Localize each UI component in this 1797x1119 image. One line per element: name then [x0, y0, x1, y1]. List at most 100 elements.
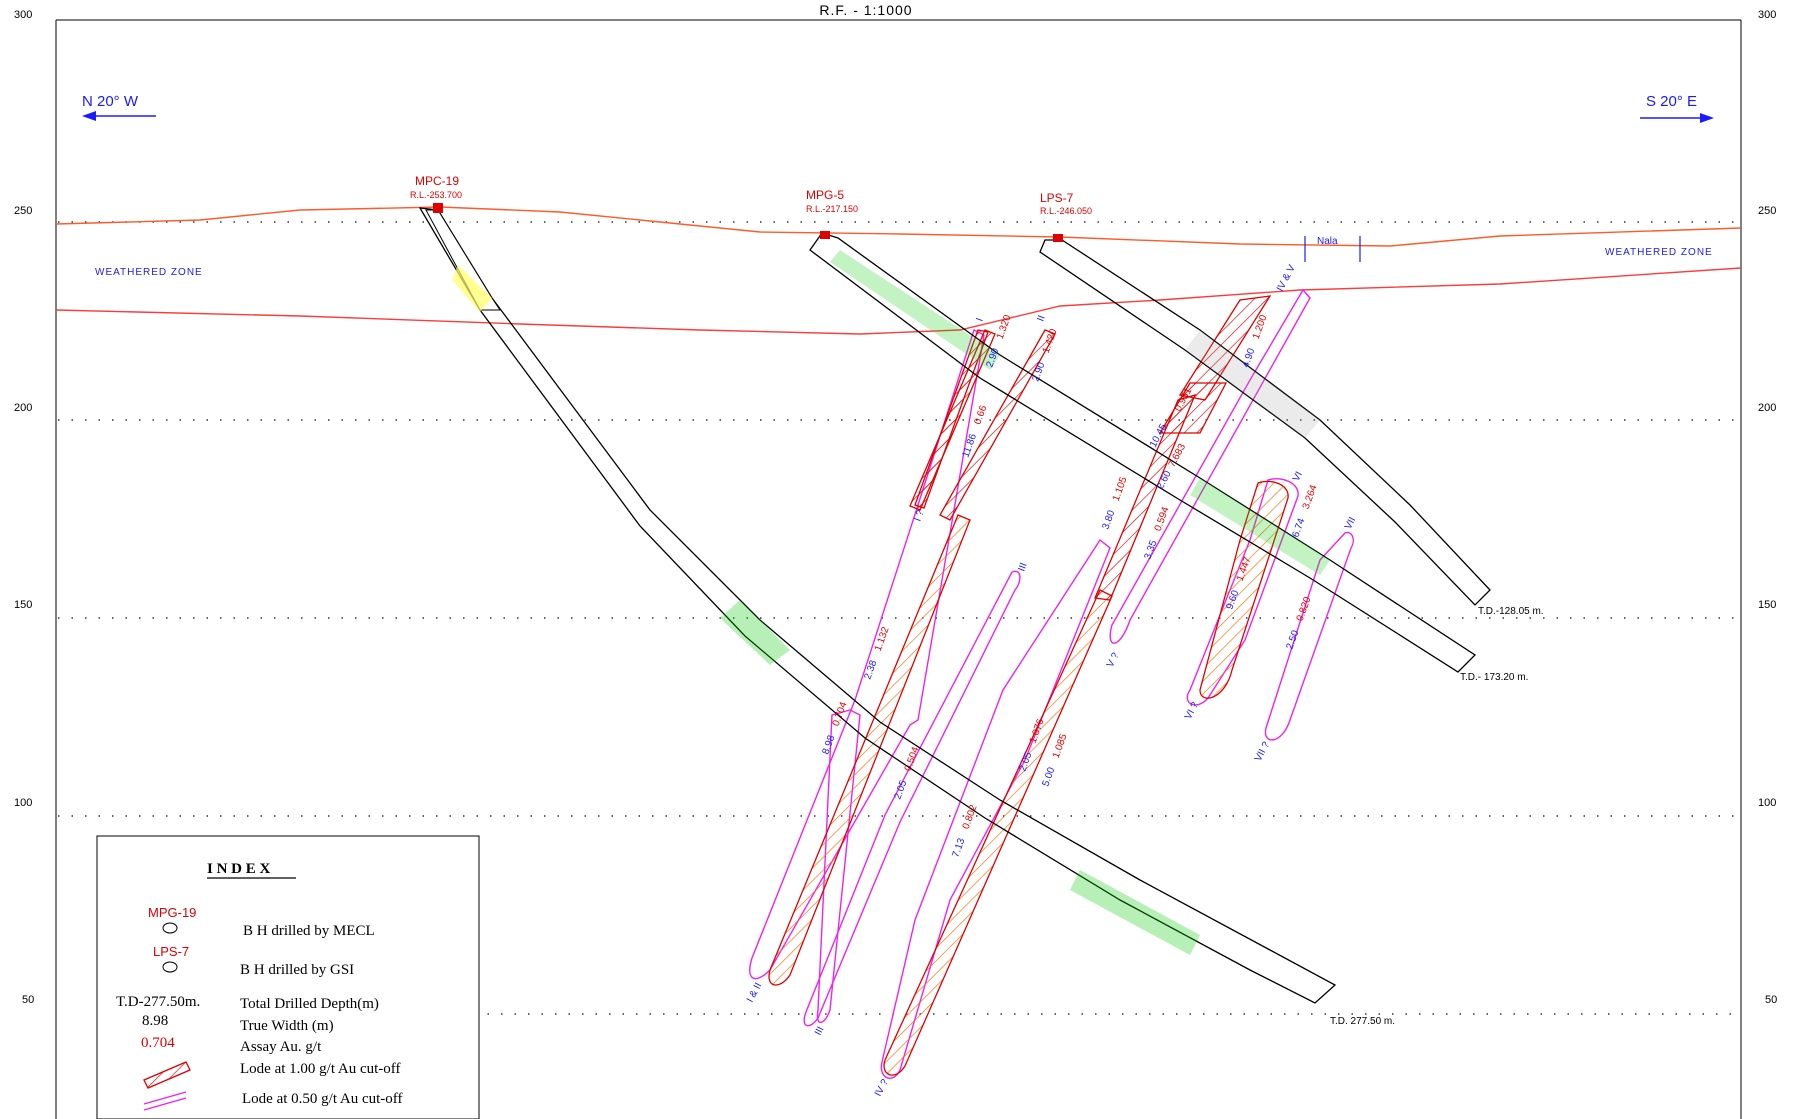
td-mpg5: T.D.- 173.20 m. [1460, 672, 1528, 683]
elev-250-left: 250 [14, 205, 32, 217]
intercept-14-width: 8.98 [820, 734, 837, 756]
index-gsi-label: B H drilled by GSI [240, 962, 354, 978]
lodes-1-0 [768, 295, 1289, 1076]
elevation-labels-left: 300 250 200 150 100 50 [14, 9, 34, 1006]
elev-250-right: 250 [1758, 205, 1776, 217]
index-lode05-symbol [143, 1091, 187, 1111]
envelope-IV [880, 538, 1111, 1079]
collar-mpc19 [433, 203, 443, 213]
intercept-12-assay: 0.820 [1295, 595, 1314, 623]
direction-left-label: N 20° W [82, 93, 139, 110]
collar-lps7 [1053, 234, 1063, 242]
intercept-18-assay: 0.802 [961, 803, 980, 831]
index-gsi-symbol: LPS-7 [153, 944, 189, 959]
direction-right-label: S 20° E [1646, 93, 1697, 110]
lode-envelopes-0-5 [749, 288, 1354, 1079]
elev-300-right: 300 [1758, 9, 1776, 21]
elev-300-left: 300 [14, 9, 32, 21]
direction-left: N 20° W [82, 93, 156, 121]
lode-label-II: II [1035, 314, 1047, 323]
ground-surface [55, 206, 1742, 247]
index-td-symbol: T.D-277.50m. [116, 994, 200, 1010]
elev-50-left: 50 [22, 994, 34, 1006]
intercept-14: 8.98 0.704 [820, 700, 849, 756]
nala: Nala [1304, 236, 1361, 262]
index-mecl-label: B H drilled by MECL [243, 923, 375, 939]
index-mecl-circle [162, 922, 178, 934]
borehole-mpg5-trace [809, 232, 1477, 673]
arrow-right-icon [1700, 113, 1714, 123]
collar-mpg5 [820, 231, 830, 239]
index-legend: I N D E X MPG-19 B H drilled by MECL LPS… [96, 835, 480, 1119]
elev-100-left: 100 [14, 797, 32, 809]
intercept-14-assay: 0.704 [831, 700, 850, 728]
borehole-mpc19-trace [418, 207, 1337, 1004]
lode-I-II-lower [768, 514, 971, 986]
intercept-9-width: 3.35 [1142, 539, 1159, 561]
lode-I-upper [909, 329, 996, 511]
intercept-18-width: 7.13 [950, 837, 967, 859]
index-lode05-label: Lode at 0.50 g/t Au cut-off [242, 1091, 403, 1107]
lode-III-IV [883, 589, 1113, 1076]
lode-label-III-bottom: III [813, 1025, 827, 1038]
td-mpc19: T.D. 277.50 m. [1330, 1016, 1395, 1027]
collars [433, 203, 1063, 242]
intercept-8: 3.80 1.105 [1100, 475, 1129, 531]
td-labels: T.D. 277.50 m. T.D.- 173.20 m. T.D.-128.… [1330, 606, 1544, 1027]
lode-label-I-q: I ? [912, 508, 926, 523]
index-tw-symbol: 8.98 [142, 1013, 168, 1029]
intercept-12-width: 2.50 [1284, 629, 1301, 651]
lode-label-IV-V: IV & V [1275, 263, 1298, 293]
index-lode1-label: Lode at 1.00 g/t Au cut-off [240, 1061, 401, 1077]
bh-lps7-rl: R.L.-246.050 [1040, 206, 1092, 216]
lode-label-III-top: III [1016, 561, 1029, 573]
weathered-zone-base [55, 267, 1742, 335]
intercept-13-assay: 1.132 [873, 625, 892, 653]
elev-200-left: 200 [14, 402, 32, 414]
index-assay-label: Assay Au. g/t [240, 1039, 322, 1055]
intercept-15-assay: 0.504 [903, 745, 922, 773]
intercept-4-width: 4.90 [1240, 347, 1257, 369]
borehole-labels: MPC-19 R.L.-253.700 MPG-5 R.L.-217.150 L… [410, 174, 1092, 216]
nala-label: Nala [1317, 236, 1338, 247]
intercept-9-assay: 0.594 [1153, 505, 1172, 533]
lode-label-V-q: V ? [1105, 651, 1122, 670]
direction-right: S 20° E [1640, 93, 1714, 123]
bh-lps7-id: LPS-7 [1040, 191, 1074, 205]
index-assay-symbol: 0.704 [141, 1035, 175, 1051]
intercept-17-width: 5.00 [1040, 766, 1057, 788]
intercept-13-width: 2.38 [862, 659, 879, 681]
index-lode1-symbol [143, 1061, 191, 1089]
lode-label-VII: VII [1343, 515, 1358, 531]
index-gsi-circle [162, 961, 178, 973]
elev-100-right: 100 [1758, 797, 1776, 809]
lode-II [939, 329, 1056, 521]
envelope-VII [1264, 531, 1354, 741]
intercept-10: 6.74 3.264 [1290, 483, 1319, 539]
borehole-lps7-trace [1039, 239, 1491, 606]
intercept-17-assay: 1.085 [1051, 732, 1070, 760]
index-tw-label: True Width (m) [240, 1018, 334, 1034]
lode-VI [1199, 480, 1289, 699]
envelope-III-left [816, 709, 861, 1024]
intercept-1-assay: 1.320 [995, 313, 1014, 341]
envelope-V [1109, 288, 1311, 644]
elev-50-right: 50 [1765, 994, 1777, 1006]
lode-label-VII-q: VII ? [1253, 740, 1273, 764]
bh-mpg5-rl: R.L.-217.150 [806, 204, 858, 214]
weathered-zone-left: WEATHERED ZONE [95, 267, 203, 278]
lode-V-block [1158, 382, 1228, 434]
intercept-10-width: 6.74 [1290, 517, 1307, 539]
lode-label-VI: VI [1291, 470, 1305, 484]
elev-200-right: 200 [1758, 402, 1776, 414]
bh-mpc19-rl: R.L.-253.700 [410, 190, 462, 200]
lode-label-I-II-bottom: I & II [745, 981, 764, 1004]
intercept-10-assay: 3.264 [1301, 483, 1320, 511]
td-lps7: T.D.-128.05 m. [1478, 606, 1544, 617]
arrow-left-icon [82, 111, 96, 121]
elev-150-left: 150 [14, 599, 32, 611]
lode-label-I: I [974, 317, 985, 323]
scale-title: R.F. - 1:1000 [819, 2, 912, 18]
frame [55, 19, 1742, 1119]
